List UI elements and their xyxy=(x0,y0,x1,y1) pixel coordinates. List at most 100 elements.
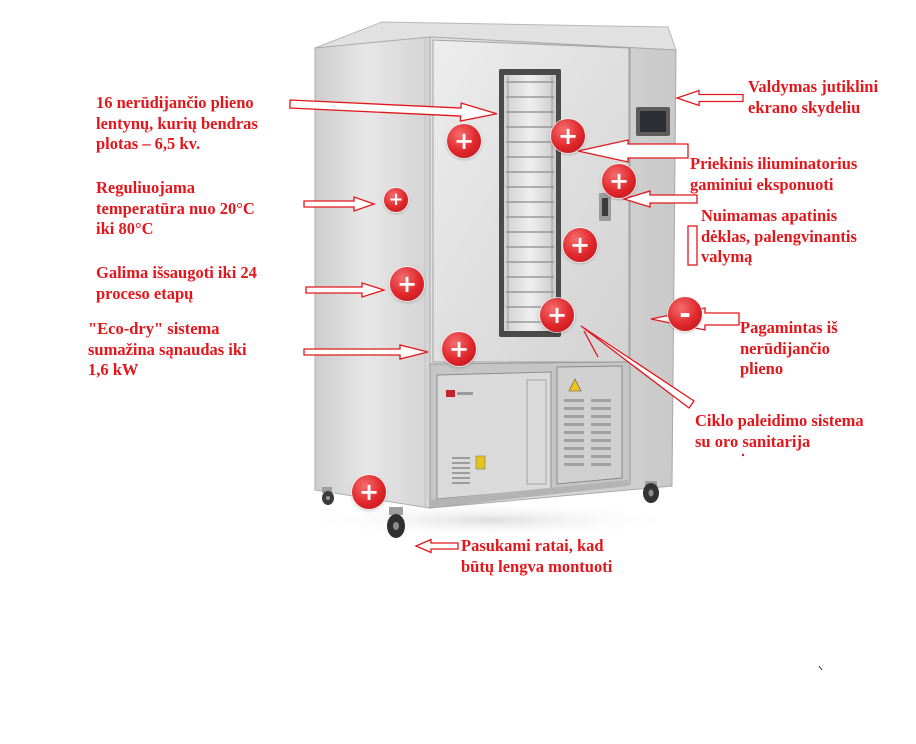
hotspot-button-process-steps[interactable]: + xyxy=(390,267,424,301)
hotspot-button-temperature[interactable]: + xyxy=(384,188,408,212)
hotspot-button-material[interactable]: - xyxy=(668,297,702,331)
vent-slot xyxy=(452,472,470,474)
annotation-arrows xyxy=(289,89,744,554)
callout-line: sumažina sąnaudas iki xyxy=(88,339,247,359)
callout-line: valymą xyxy=(701,247,753,266)
lower-left-panel-strip xyxy=(526,379,547,485)
right-panel-grille xyxy=(564,399,611,466)
callout-touch-panel: Valdymas jutiklini ekrano skydeliu xyxy=(748,77,878,118)
callout-line: Nuimamas apatinis xyxy=(701,206,838,225)
grille-slot xyxy=(564,431,584,434)
arrow-bottom-tray xyxy=(621,190,698,208)
arrow-touch-panel xyxy=(674,89,744,107)
plus-icon: + xyxy=(448,335,470,363)
grille-slot xyxy=(591,455,611,458)
callout-line: ekrano skydeliu xyxy=(748,97,861,117)
callout-line: 1,6 kW xyxy=(88,360,139,379)
brand-logo xyxy=(446,390,455,397)
grille-slot xyxy=(591,447,611,450)
arrow-shelves xyxy=(289,99,497,122)
callout-line: Ciklo paleidimo sistema xyxy=(695,411,864,430)
wheel-back-left xyxy=(322,487,334,505)
callout-line: būtų lengva montuoti xyxy=(461,556,613,576)
callout-line: lentynų, kurių bendras xyxy=(96,113,258,133)
callout-line: Pasukami ratai, kad xyxy=(461,536,604,555)
grille-slot xyxy=(564,415,584,418)
grille-slot xyxy=(564,423,584,426)
callout-line: "Eco-dry" sistema xyxy=(88,319,220,338)
wheel-front-right xyxy=(643,481,659,503)
callout-line: 16 nerūdijančio plieno xyxy=(96,93,254,112)
callout-shelves: 16 nerūdijančio plieno lentynų, kurių be… xyxy=(96,93,258,155)
grille-slot xyxy=(564,463,584,466)
arrow-wheels xyxy=(414,538,459,554)
wheel-bracket xyxy=(322,487,332,493)
vent-slot xyxy=(452,462,470,464)
hotspot-button-wheels[interactable]: + xyxy=(352,475,386,509)
grille-slot xyxy=(564,407,584,410)
plus-icon: + xyxy=(569,231,591,259)
callout-line: plieno xyxy=(740,359,784,378)
lower-right-panel xyxy=(556,365,623,485)
vent-slot xyxy=(452,467,470,469)
callout-line: gaminiui eksponuoti xyxy=(690,174,834,194)
minus-icon: - xyxy=(679,297,691,330)
hotspot-button-window[interactable]: + xyxy=(551,119,585,153)
callout-line: Valdymas jutiklini xyxy=(748,77,879,96)
callout-line: su oro sanitarija xyxy=(695,431,811,451)
grille-slot xyxy=(591,439,611,442)
vent-slot xyxy=(452,477,470,479)
grille-slot xyxy=(591,423,611,426)
callout-start-cycle: Ciklo paleidimo sistema su oro sanitarij… xyxy=(695,411,864,452)
callout-line: Galima išsaugoti iki 24 xyxy=(96,263,257,282)
stray-dot xyxy=(741,453,745,457)
plus-icon: + xyxy=(396,270,418,298)
callout-material: Pagamintas iš nerūdijančio plieno xyxy=(740,318,838,380)
grille-slot xyxy=(591,407,611,410)
grille-slot xyxy=(591,399,611,402)
grille-slot xyxy=(564,447,584,450)
arrow-front-window xyxy=(577,139,689,163)
callout-line: iki 80°C xyxy=(96,219,154,238)
callout-line: temperatūra nuo 20°C xyxy=(96,198,255,218)
hotspot-button-handle[interactable]: + xyxy=(602,164,636,198)
hotspot-button-shelves[interactable]: + xyxy=(447,124,481,158)
vent-slot xyxy=(452,457,470,459)
arrow-eco-dry xyxy=(303,344,429,360)
wheel-hub xyxy=(393,522,399,530)
warning-triangle-icon xyxy=(568,378,582,392)
grille-slot xyxy=(564,455,584,458)
lower-vents xyxy=(452,457,470,484)
plus-icon: + xyxy=(358,478,380,506)
wheel-front-left xyxy=(387,507,405,538)
callout-line: nerūdijančio xyxy=(740,338,830,358)
door-handle-recess xyxy=(602,198,608,216)
tray-callout-bracket xyxy=(687,225,698,266)
plus-icon: + xyxy=(557,122,579,150)
grille-slot xyxy=(564,399,584,402)
hotspot-button-eco-dry[interactable]: + xyxy=(442,332,476,366)
callout-front-window: Priekinis iliuminatorius gaminiui ekspon… xyxy=(690,154,857,195)
callout-bottom-tray: Nuimamas apatinis dėklas, palengvinantis… xyxy=(701,206,857,268)
callout-line: Priekinis iliuminatorius xyxy=(690,154,858,173)
hotspot-button-start-cycle[interactable]: + xyxy=(540,298,574,332)
stray-tick xyxy=(818,665,823,671)
viewing-window-glass xyxy=(504,75,556,331)
callout-temperature: Reguliuojama temperatūra nuo 20°C iki 80… xyxy=(96,178,255,240)
arrow-start-cycle xyxy=(580,325,695,409)
hotspot-button-tray[interactable]: + xyxy=(563,228,597,262)
warning-sticker xyxy=(475,455,486,470)
grille-slot xyxy=(591,463,611,466)
callout-wheels: Pasukami ratai, kad būtų lengva montuoti xyxy=(461,536,612,577)
vent-slot xyxy=(452,482,470,484)
callout-line: plotas – 6,5 kv. xyxy=(96,134,201,153)
callout-process-steps: Galima išsaugoti iki 24 proceso etapų xyxy=(96,263,257,304)
callout-eco-dry: "Eco-dry" sistema sumažina sąnaudas iki … xyxy=(88,319,247,381)
plus-icon: + xyxy=(388,189,404,210)
arrow-temperature xyxy=(303,196,376,212)
callout-line: Pagamintas iš xyxy=(740,318,838,337)
wheel-bracket xyxy=(389,507,403,515)
plus-icon: + xyxy=(453,127,475,155)
